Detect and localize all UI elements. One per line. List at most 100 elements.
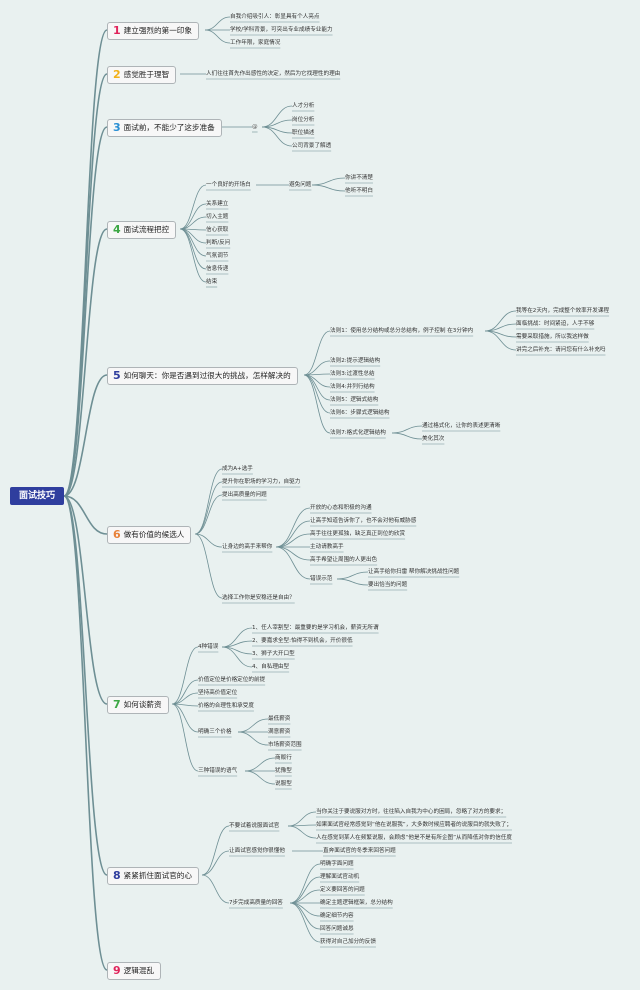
connector	[63, 374, 108, 497]
connector	[244, 757, 276, 772]
node: 信心获取	[206, 227, 229, 233]
node: 4种错误	[198, 644, 219, 650]
topic-number: 6	[113, 528, 121, 541]
node: 让面试官感觉你很懂他	[229, 848, 285, 854]
node: 法则7:格式化逻辑结构	[330, 430, 386, 436]
connector	[275, 546, 311, 561]
topic-label: 建立强烈的第一印象	[123, 26, 192, 35]
node: 法则3:过渡性总结	[330, 371, 375, 377]
topic-number: 8	[113, 869, 121, 882]
connector	[221, 646, 253, 668]
node: 需要采取措施，所以我这样做	[516, 334, 589, 340]
connector	[289, 876, 321, 904]
connector	[311, 177, 346, 186]
node: 让高手给你扫雷 帮你解决挑战性问题	[368, 569, 460, 575]
connector	[171, 703, 199, 772]
node: 价格的合理性和承受度	[198, 703, 254, 709]
connector	[179, 203, 207, 230]
node: 坚持高价值定位	[198, 690, 238, 696]
connector	[275, 533, 311, 548]
connector	[194, 533, 223, 599]
node: 三种错误的语气	[198, 768, 238, 774]
node: 2、要嘉求全型:怕得不到机会，开价很低	[252, 638, 353, 644]
connector	[303, 374, 331, 434]
node: 高手希望让周围的人更出色	[310, 557, 378, 563]
connector	[171, 703, 199, 707]
node: 错误示范	[310, 576, 333, 582]
node: 3、狮子大开口型	[252, 651, 295, 657]
node: 讲完之后补充：请问您有什么补充吗	[516, 347, 606, 353]
node: 通过格式化，让你的表述更清晰	[422, 423, 501, 429]
connector	[289, 863, 321, 904]
topic-number: 7	[113, 698, 121, 711]
node: 面临挑战：时间紧迫，人手不够	[516, 321, 595, 327]
node: 人们往往首先作出感性的决定，然后为它找理性的理由	[206, 71, 341, 77]
connector	[303, 330, 331, 376]
node: 法则6：步骤式逻辑结构	[330, 410, 390, 416]
node: 定义要回答的问题	[320, 887, 365, 893]
node: 他听不明白	[345, 188, 373, 194]
node: 法则2:提示逻辑结构	[330, 358, 381, 364]
node: 公司背景了解透	[292, 143, 332, 149]
connector	[289, 902, 321, 917]
connector	[275, 546, 311, 580]
connector	[336, 571, 369, 580]
connector	[63, 228, 108, 497]
node: 自我介绍吸引人：彰显具有个人亮点	[230, 14, 320, 20]
connector	[179, 228, 207, 283]
node: 满意薪资	[268, 729, 291, 735]
node: 关系建立	[206, 201, 229, 207]
node: 4、自私理由型	[252, 664, 290, 670]
connector	[391, 425, 423, 434]
connector	[287, 811, 317, 827]
connector	[201, 825, 230, 876]
connector	[179, 184, 207, 230]
topic-label: 如何聊天：你是否遇到过很大的挑战，怎样解决的	[123, 371, 291, 380]
topic-label: 做有价值的候选人	[123, 530, 185, 539]
connector	[194, 494, 223, 535]
node: 气氛调节	[206, 253, 229, 259]
connector	[289, 902, 321, 943]
node: 确定主题逻辑框架，总分结构	[320, 900, 393, 906]
connector	[194, 468, 223, 535]
node: 商贩行	[275, 755, 292, 761]
node: 1、任人宰割型：最重要的是学习机会，薪资无所谓	[252, 625, 379, 631]
connector	[237, 731, 269, 746]
connector	[237, 718, 269, 733]
topic-label: 面试前，不能少了这步准备	[123, 123, 215, 132]
connector	[171, 646, 199, 705]
connector	[336, 578, 369, 586]
topic-label: 紧紧抓住面试官的心	[123, 871, 192, 880]
connector	[275, 507, 311, 548]
connector	[484, 330, 517, 351]
connector	[289, 889, 321, 904]
topic-number: 2	[113, 68, 121, 81]
node: 我等在2天内，完成整个效率开发课程	[516, 308, 610, 314]
connector	[204, 16, 231, 31]
node: 成为A+选手	[222, 466, 253, 472]
node: 让高手知道告诉你了，也不会对他有威胁感	[310, 518, 417, 524]
node: 获得对自己加分的反馈	[320, 939, 376, 945]
node: 最低薪资	[268, 716, 291, 722]
node: 直奔面试官的冬季来回答问题	[323, 848, 396, 854]
node: 一个良好的开场白	[206, 182, 251, 188]
connector	[484, 310, 517, 332]
node: 避免问题	[289, 182, 312, 188]
node: 提升你在职场的学习力，自驱力	[222, 479, 301, 485]
topic-label: 如何谈薪资	[123, 700, 162, 709]
node: 职位描述	[292, 130, 315, 136]
topic-label: 感觉胜于理智	[123, 70, 170, 79]
node: 明确三个价格	[198, 729, 232, 735]
connector	[289, 902, 321, 930]
topic-number: 5	[113, 369, 121, 382]
connector	[275, 520, 311, 548]
node: 确定细节内容	[320, 913, 354, 919]
node: 要出恰当的问题	[368, 582, 408, 588]
root-node: 面试技巧	[10, 487, 64, 505]
